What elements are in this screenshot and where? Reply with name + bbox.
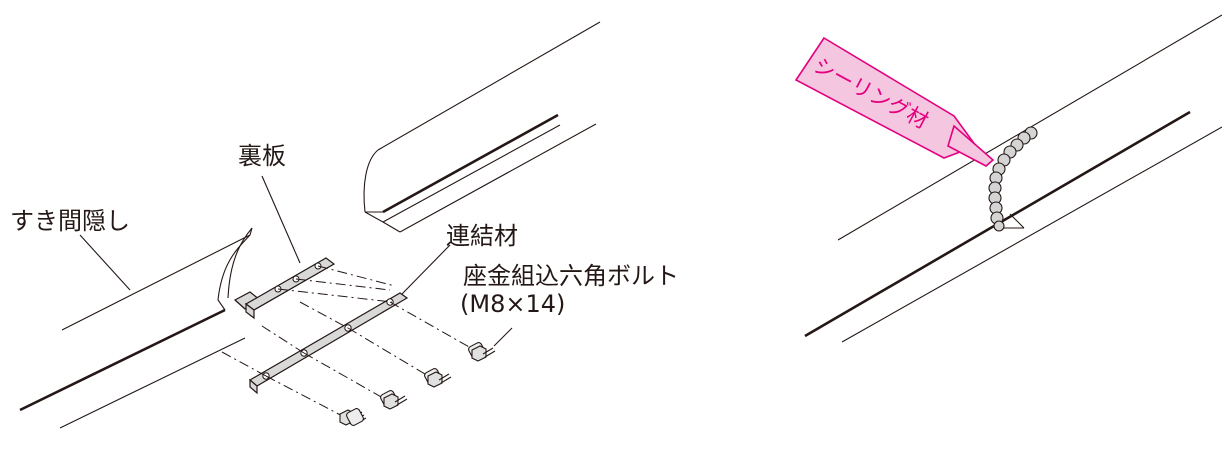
connecting-plate [248, 292, 409, 395]
right-gutter [363, 21, 601, 233]
label-sukima-kakushi: すき間隠し [10, 207, 130, 235]
sealant-bead [988, 126, 1038, 232]
bolt-2 [380, 390, 408, 410]
label-renketsuzai: 連結材 [446, 222, 518, 250]
left-joint-illustration: すき間隠し 裏板 連結材 座金組込六角ボルト (M8×14) [10, 21, 679, 429]
sealing-tube: シーリング材 [794, 36, 995, 167]
bolt-3 [424, 368, 452, 388]
label-bolt-name: 座金組込六角ボルト [463, 262, 679, 290]
right-sealing-illustration: シーリング材 [794, 14, 1222, 343]
leader-lines [79, 175, 513, 347]
bolts [339, 342, 496, 426]
alignment-lines [221, 265, 479, 421]
label-urаita: 裏板 [238, 142, 286, 170]
label-bolt-size: (M8×14) [460, 290, 565, 318]
left-gutter [19, 227, 253, 429]
bolt-1 [339, 408, 367, 426]
tube-nozzle [947, 124, 995, 167]
bolt-4 [468, 342, 496, 362]
